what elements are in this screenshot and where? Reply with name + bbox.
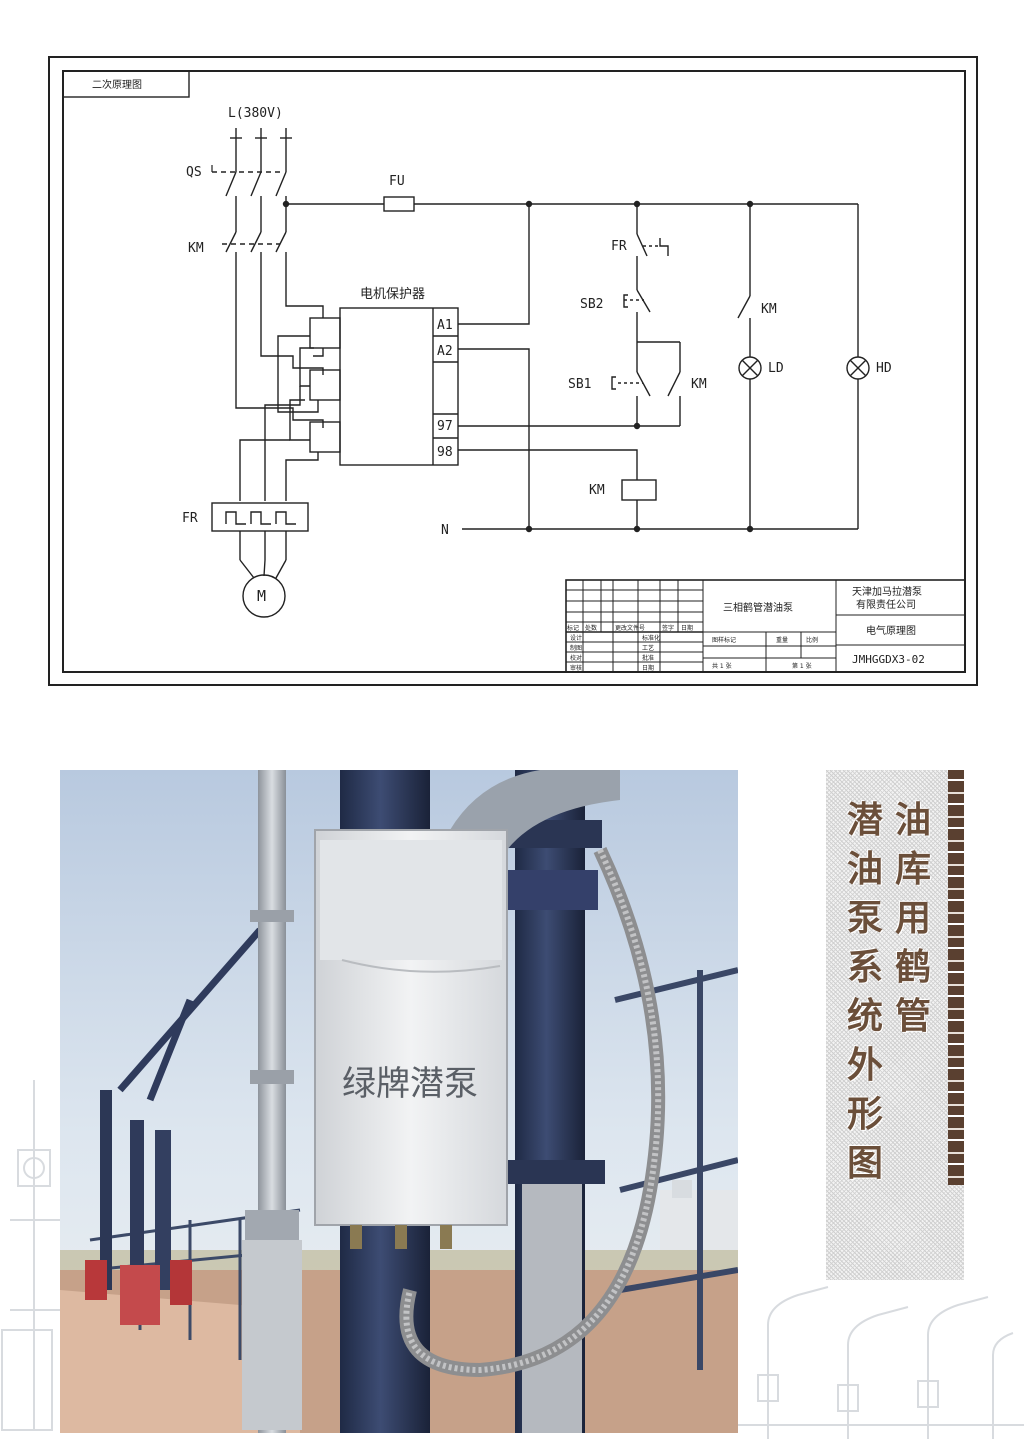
tb-sheet-no: 第 1 张	[792, 662, 812, 670]
tb-sign-cell: 制图	[570, 644, 582, 652]
ld-label: LD	[768, 361, 784, 376]
tb-company-2: 有限责任公司	[856, 598, 916, 611]
frame-label-box	[62, 70, 190, 98]
caption-char: 油	[846, 849, 883, 890]
tb-rev-header: 处数	[585, 624, 597, 632]
tb-drawing-name: 电气原理图	[866, 624, 916, 637]
tb-company-1: 天津加马拉潜泵	[852, 585, 922, 598]
inner-frame	[62, 70, 966, 673]
background-cranes-right	[738, 1286, 1024, 1439]
tb-rev-header: 更改文件号	[615, 624, 645, 632]
caption-char: 统	[846, 996, 883, 1037]
fuse-fu	[383, 196, 415, 212]
km-coil-label: KM	[589, 483, 605, 498]
caption-char: 形	[846, 1094, 883, 1135]
tb-stage-header: 图样标记	[712, 636, 736, 644]
caption-char: 潜	[846, 800, 883, 841]
pin-97: 97	[437, 419, 453, 434]
crane-pipe-photo: 绿牌潜泵	[60, 770, 738, 1433]
caption-char: 库	[894, 849, 931, 890]
tb-rev-header: 签字	[662, 624, 674, 632]
fu-label: FU	[389, 174, 405, 189]
title-block-grid	[565, 579, 966, 673]
fr-thermal-relay	[211, 502, 309, 579]
tb-sign-cell: 校对	[570, 654, 582, 662]
caption-char: 油	[894, 800, 931, 841]
caption-char: 管	[894, 996, 931, 1037]
supply-lines	[230, 128, 292, 160]
electrical-schematic: 二次原理图 L(380V) QS KM FU 电机保护器 A1 A2 97 98…	[48, 56, 978, 686]
caption-decor-bar	[948, 770, 964, 1185]
frame-label: 二次原理图	[92, 78, 142, 91]
qs-label: QS	[186, 165, 202, 180]
km-main-contacts	[222, 231, 287, 262]
neutral-label: N	[441, 523, 449, 538]
km-aux-label: KM	[691, 377, 707, 392]
tb-rev-header: 标记	[567, 624, 579, 632]
caption-char: 鹤	[894, 947, 931, 988]
km-main-label: KM	[188, 241, 204, 256]
tb-sheet-total: 共 1 张	[712, 662, 732, 670]
caption-char: 图	[846, 1143, 883, 1184]
supply-label: L(380V)	[228, 106, 283, 121]
qs-switch	[211, 160, 287, 232]
caption-column-right: 油 库 用 鹤 管	[888, 796, 938, 1041]
caption-char: 泵	[846, 898, 883, 939]
motor-feed-lines	[235, 262, 341, 501]
motor-label: M	[257, 587, 266, 605]
tb-drawing-no: JMHGGDX3-02	[852, 653, 925, 666]
hd-label: HD	[876, 361, 892, 376]
pin-98: 98	[437, 445, 453, 460]
caption-column-left: 潜 油 泵 系 统 外 形 图	[840, 796, 890, 1188]
fr-contact-label: FR	[611, 239, 627, 254]
outer-frame	[48, 56, 978, 686]
protector-label: 电机保护器	[360, 287, 425, 302]
tb-stage-header: 重量	[776, 636, 788, 644]
background-equipment-left	[1, 1080, 60, 1431]
tb-rev-header: 日期	[681, 624, 693, 632]
caption-char: 外	[846, 1045, 883, 1086]
sb1-label: SB1	[568, 377, 591, 392]
tb-sign-cell: 设计	[570, 634, 582, 642]
fr-thermal-label: FR	[182, 511, 198, 526]
tb-stage-header: 比例	[806, 636, 818, 644]
tb-sign-cell: 日期	[642, 664, 654, 672]
km-lamp-label: KM	[761, 302, 777, 317]
tb-sign-cell: 批准	[642, 654, 654, 662]
tb-sign-cell: 工艺	[642, 644, 654, 652]
caption-char: 系	[846, 947, 883, 988]
control-circuit	[282, 196, 870, 533]
caption-panel	[826, 770, 964, 1280]
control-box-label: 绿牌潜泵	[342, 1064, 478, 1104]
tb-sign-cell: 标准化	[642, 634, 660, 642]
tb-product: 三相鹤管潜油泵	[723, 601, 793, 614]
km-coil	[621, 479, 657, 501]
tb-sign-cell: 审核	[570, 664, 582, 672]
caption-char: 用	[894, 898, 931, 939]
sb2-label: SB2	[580, 297, 603, 312]
pin-a2: A2	[437, 344, 453, 359]
motor-protector	[339, 307, 459, 466]
pin-a1: A1	[437, 318, 453, 333]
motor-symbol	[242, 574, 286, 618]
